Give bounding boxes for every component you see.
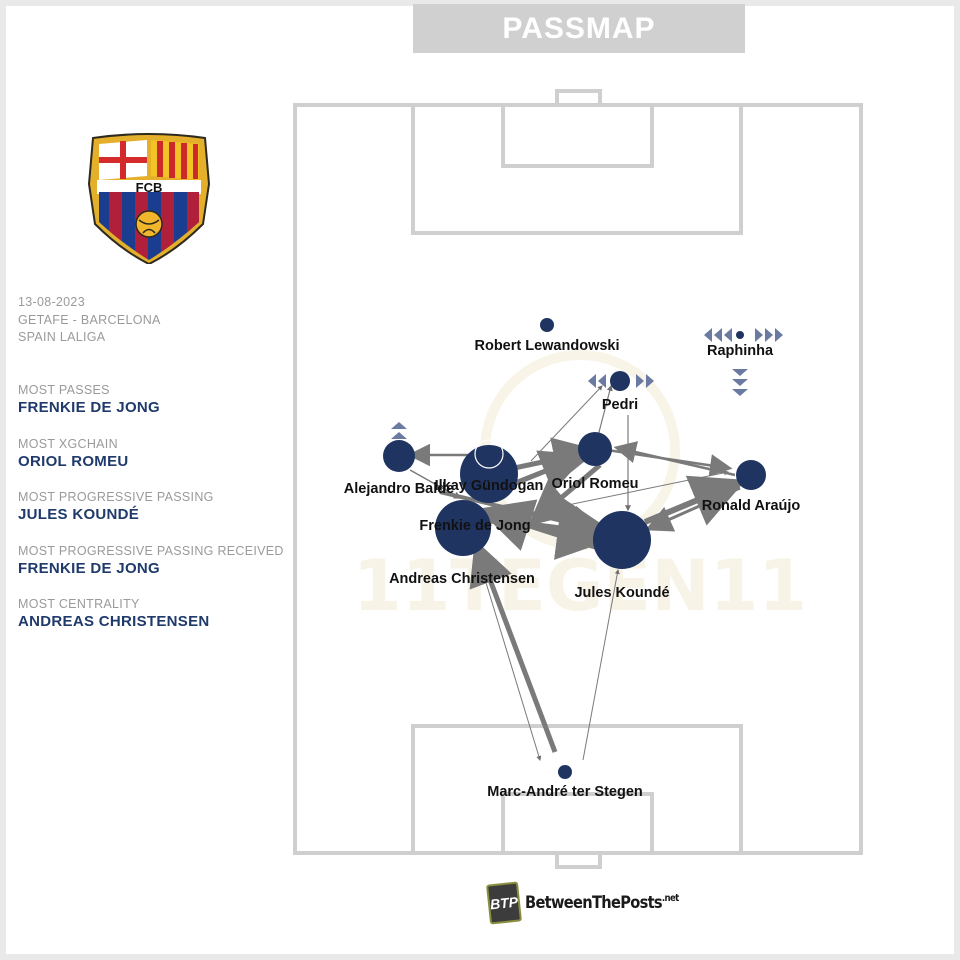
stat-label: MOST XGCHAIN [18, 436, 118, 451]
node-highlight-ring [474, 439, 504, 469]
brand-name: BetweenThePosts.net [525, 893, 679, 913]
match-fixture: GETAFE - BARCELONA [18, 312, 161, 327]
pass-line [469, 539, 558, 753]
pass-line [477, 499, 601, 551]
page-title: PASSMAP [413, 4, 745, 53]
match-date: 13-08-2023 [18, 295, 85, 309]
fc-barcelona-crest-icon: FCB [87, 133, 211, 264]
stat-item: MOST XGCHAIN ORIOL ROMEU [18, 437, 284, 491]
player-label: Marc-André ter Stegen [487, 784, 643, 800]
stat-value: ANDREAS CHRISTENSEN [18, 613, 210, 630]
stat-label: MOST PASSES [18, 383, 110, 397]
player-node-lewandowski [540, 318, 554, 332]
player-node-kounde [593, 511, 651, 569]
pass-line [597, 384, 613, 437]
player-label: Oriol Romeu [551, 476, 638, 492]
stat-value: ORIOL ROMEU [18, 452, 129, 470]
player-node-raphinha [736, 331, 744, 339]
raphinha-down-arrows [732, 369, 748, 396]
brand-tld: .net [661, 893, 679, 904]
player-node-araujo [736, 460, 766, 490]
pass-line [645, 486, 741, 532]
player-label: Frenkie de Jong [419, 518, 530, 534]
player-node-de-jong [435, 500, 491, 556]
stat-label: MOST PROGRESSIVE PASSING RECEIVED [18, 543, 284, 558]
pass-line [504, 437, 599, 482]
match-info: 13-08-2023 GETAFE - BARCELONA SPAIN LALI… [18, 294, 161, 347]
pedri-left-arrows [588, 374, 606, 388]
brand-text: BetweenThePosts [525, 893, 663, 913]
match-competition: SPAIN LALIGA [18, 330, 106, 344]
player-label: Jules Koundé [574, 585, 669, 601]
player-node-balde [383, 440, 415, 472]
stat-item: MOST CENTRALITY ANDREAS CHRISTENSEN [18, 597, 284, 651]
raphinha-right-arrows [755, 328, 783, 342]
stats-list: MOST PASSES FRENKIE DE JONG MOST XGCHAIN… [18, 383, 284, 651]
player-label: Raphinha [707, 343, 774, 359]
page-title-text: PASSMAP [502, 11, 656, 45]
player-node-ter-stegen [558, 765, 572, 779]
player-label: Alejandro Balde [344, 481, 454, 497]
btp-badge-icon: BTP [485, 881, 523, 925]
player-labels: Robert Lewandowski Raphinha Pedri Alejan… [344, 338, 801, 800]
raphinha-left-arrows [704, 328, 732, 342]
stat-item: MOST PASSES FRENKIE DE JONG [18, 383, 284, 437]
balde-up-arrows [391, 422, 407, 439]
stat-item: MOST PROGRESSIVE PASSING RECEIVED FRENKI… [18, 544, 284, 598]
stat-item: MOST PROGRESSIVE PASSING JULES KOUNDÉ [18, 490, 284, 544]
player-node-pedri [610, 371, 630, 391]
pass-line [439, 490, 608, 541]
player-label: Robert Lewandowski [474, 338, 619, 354]
pass-lines [407, 384, 746, 761]
pass-line [528, 463, 602, 526]
stat-label: MOST PROGRESSIVE PASSING [18, 490, 214, 504]
player-node-romeu [578, 432, 612, 466]
movement-markers [391, 328, 783, 439]
betweentheposts-logo: BTP BetweenThePosts.net [485, 881, 688, 925]
player-node-gundogan [460, 445, 518, 503]
pedri-right-arrows [636, 374, 654, 388]
player-label: Andreas Christensen [389, 571, 535, 587]
stat-value: FRENKIE DE JONG [18, 399, 161, 416]
pass-line [530, 385, 603, 462]
stat-value: JULES KOUNDÉ [18, 506, 140, 523]
stat-value: FRENKIE DE JONG [18, 559, 161, 577]
player-nodes [383, 318, 766, 779]
pass-line [582, 569, 620, 761]
crest-text: FCB [136, 180, 163, 195]
player-label: Ronald Araújo [702, 498, 801, 514]
stat-label: MOST CENTRALITY [18, 597, 140, 611]
player-label: Pedri [602, 397, 638, 413]
pitch-lines [293, 89, 863, 869]
pass-line [613, 441, 736, 477]
player-label: Ilkay Gündogan [435, 478, 544, 494]
